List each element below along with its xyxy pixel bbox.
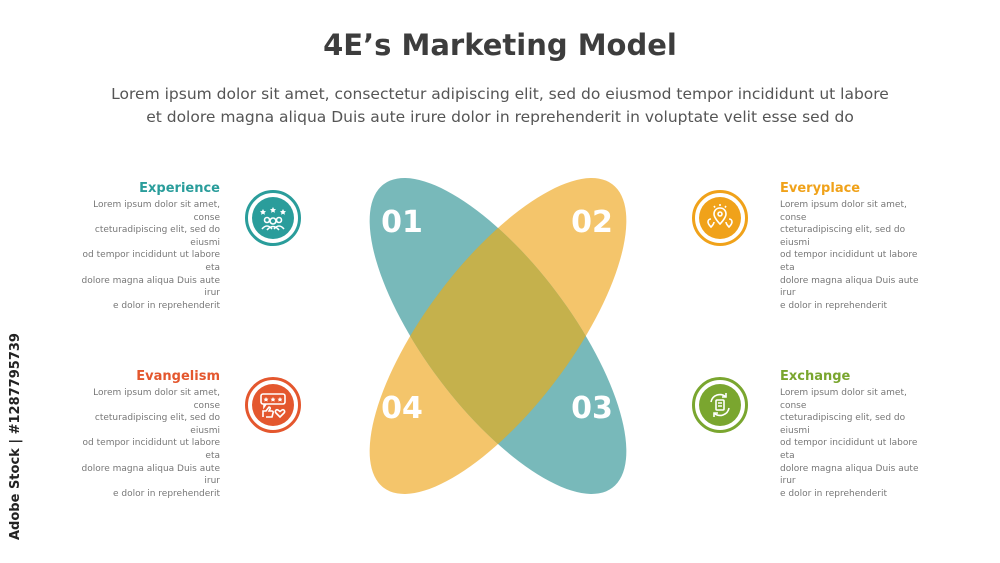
review-like-icon — [260, 393, 286, 419]
item-line: Lorem ipsum dolor sit amet, conse — [93, 200, 220, 223]
item-line: dolore magna aliqua Duis aute irur — [780, 275, 919, 299]
number-02: 02 — [571, 205, 613, 240]
item-description: Lorem ipsum dolor sit amet, conse ctetur… — [70, 387, 220, 500]
item-description: Lorem ipsum dolor sit amet, conse ctetur… — [70, 199, 220, 312]
everyplace-icon-badge — [692, 190, 748, 246]
stock-watermark: Adobe Stock | #1287795739 — [4, 320, 26, 540]
item-everyplace: Everyplace Lorem ipsum dolor sit amet, c… — [780, 181, 930, 312]
item-exchange: Exchange Lorem ipsum dolor sit amet, con… — [780, 369, 930, 500]
item-line: od tempor incididunt ut labore eta — [82, 250, 220, 273]
experience-icon-badge — [245, 190, 301, 246]
item-line: e dolor in reprehenderit — [113, 300, 220, 311]
page-subtitle: Lorem ipsum dolor sit amet, consectetur … — [40, 83, 960, 129]
page-title: 4E’s Marketing Model — [323, 28, 677, 62]
location-pins-icon — [707, 204, 733, 229]
item-evangelism: Evangelism Lorem ipsum dolor sit amet, c… — [70, 369, 220, 500]
item-line: dolore magna aliqua Duis aute irur — [780, 463, 919, 487]
item-line: cteturadipiscing elit, sed do eiusmi — [780, 225, 906, 248]
item-line: od tempor incididunt ut labore eta — [780, 438, 918, 461]
item-line: od tempor incididunt ut labore eta — [82, 438, 220, 461]
item-heading: Experience — [139, 181, 220, 196]
item-line: e dolor in reprehenderit — [780, 488, 887, 499]
item-line: e dolor in reprehenderit — [113, 488, 220, 499]
item-line: cteturadipiscing elit, sed do eiusmi — [94, 225, 220, 248]
subtitle-line-2: et dolore magna aliqua Duis aute irure d… — [146, 108, 854, 126]
item-line: e dolor in reprehenderit — [780, 300, 887, 311]
item-line: Lorem ipsum dolor sit amet, conse — [780, 388, 907, 411]
number-01: 01 — [381, 205, 423, 240]
item-line: cteturadipiscing elit, sed do eiusmi — [94, 413, 220, 436]
item-experience: Experience Lorem ipsum dolor sit amet, c… — [70, 181, 220, 312]
evangelism-icon-badge — [245, 377, 301, 433]
item-heading: Everyplace — [780, 181, 861, 196]
item-line: cteturadipiscing elit, sed do eiusmi — [780, 413, 906, 436]
item-line: dolore magna aliqua Duis aute irur — [81, 275, 220, 299]
subtitle-line-1: Lorem ipsum dolor sit amet, consectetur … — [111, 85, 889, 103]
watermark-text: Adobe Stock | #1287795739 — [8, 333, 23, 540]
item-description: Lorem ipsum dolor sit amet, conse ctetur… — [780, 387, 930, 500]
item-heading: Exchange — [780, 369, 851, 384]
people-rating-icon — [260, 207, 286, 231]
number-04: 04 — [381, 391, 423, 426]
exchange-icon-badge — [692, 377, 748, 433]
item-line: Lorem ipsum dolor sit amet, conse — [780, 200, 907, 223]
item-description: Lorem ipsum dolor sit amet, conse ctetur… — [780, 199, 930, 312]
exchange-arrows-icon — [710, 393, 730, 417]
item-heading: Evangelism — [136, 369, 220, 384]
number-03: 03 — [571, 391, 613, 426]
item-line: dolore magna aliqua Duis aute irur — [81, 463, 220, 487]
item-line: od tempor incididunt ut labore eta — [780, 250, 918, 273]
item-line: Lorem ipsum dolor sit amet, conse — [93, 388, 220, 411]
